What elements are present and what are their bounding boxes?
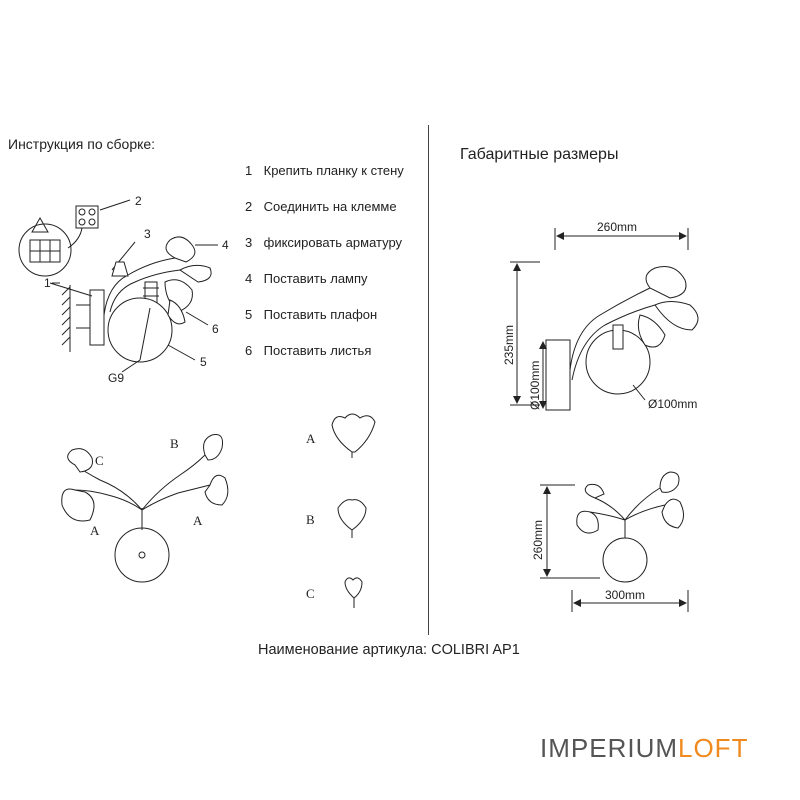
dim-shade: Ø100mm: [648, 397, 697, 411]
assembly-heading: Инструкция по сборке:: [8, 136, 156, 152]
step-6: 6 Поставить листья: [245, 343, 372, 358]
callout-4: 4: [222, 238, 229, 252]
dim-front-height: 260mm: [531, 520, 545, 560]
leaf-shape-a: [331, 413, 376, 453]
callout-6: 6: [212, 322, 219, 336]
brand-part-1: IMPERIUM: [540, 733, 678, 763]
article-name: Наименование артикула: COLIBRI AP1: [258, 642, 520, 658]
front-view-diagram: [61, 434, 229, 583]
front-leaf-a-right-label: A: [193, 513, 203, 528]
step-2: 2 Соединить на клемме: [245, 199, 397, 214]
warning-icon: [31, 216, 49, 233]
front-leaf-c-label: C: [95, 453, 104, 468]
dim-height-side: 235mm: [502, 325, 516, 365]
assembly-diagram: [18, 199, 218, 373]
connector-detail-circle: [18, 223, 72, 277]
callout-5: 5: [200, 355, 207, 369]
callout-2: 2: [135, 194, 142, 208]
side-view-diagram: [510, 228, 699, 411]
callout-g9: G9: [108, 371, 124, 385]
leaf-shapes: [331, 413, 376, 608]
step-5: 5 Поставить плафон: [245, 307, 378, 322]
leaf-letter-a: A: [306, 431, 316, 446]
dim-backplate: Ø100mm: [528, 361, 542, 410]
leaf-shape-b: [337, 499, 367, 531]
dim-front-width: 300mm: [605, 588, 645, 602]
leaf-shape-c: [344, 577, 363, 599]
callout-1: 1: [44, 276, 51, 290]
wall-hatch: [61, 285, 71, 352]
glass-globe: [107, 297, 173, 363]
dim-width-top: 260mm: [597, 220, 637, 234]
brand-part-2: LOFT: [678, 733, 749, 763]
brand-logo: IMPERIUMLOFT: [540, 733, 748, 764]
vertical-divider: [428, 125, 429, 635]
step-4: 4 Поставить лампу: [245, 271, 368, 286]
step-3: 3 фиксировать арматуру: [245, 235, 403, 250]
dimensions-heading: Габаритные размеры: [460, 146, 619, 163]
front-leaf-b-label: B: [170, 436, 179, 451]
terminal-block: [75, 205, 99, 229]
leaf-letter-c: C: [306, 586, 315, 601]
front-view-dimensions: [540, 471, 689, 612]
mounting-plate: [89, 289, 105, 346]
step-1: 1 Крепить планку к стену: [245, 163, 404, 178]
callout-3: 3: [144, 227, 151, 241]
leaf-letter-b: B: [306, 512, 315, 527]
front-leaf-a-left-label: A: [90, 523, 100, 538]
